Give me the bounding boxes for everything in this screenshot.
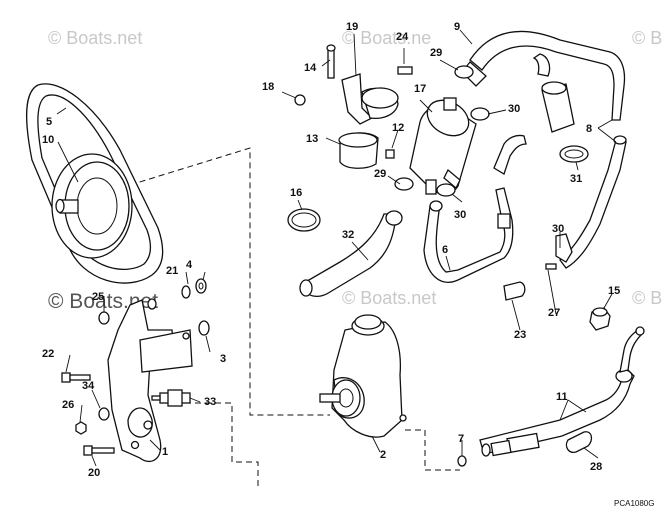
watermark-top-left: © Boats.net	[48, 28, 142, 48]
callout-33: 33	[204, 396, 216, 408]
callout-17: 17	[414, 83, 426, 95]
callout-21: 21	[166, 265, 178, 277]
fluid-reservoir	[409, 97, 477, 195]
callout-27: 27	[548, 307, 560, 319]
callout-30b: 30	[454, 209, 466, 221]
watermark-mid-right: © B	[632, 288, 662, 308]
lower-return-hose	[559, 135, 627, 269]
dashed-guides	[129, 147, 460, 488]
callout-numbers: 5 10 4 21 25 22 34 26 20 3 33 1 2 7 11 2…	[42, 21, 620, 479]
callout-7: 7	[458, 433, 464, 445]
power-steering-pump	[319, 314, 407, 438]
callout-32: 32	[342, 229, 354, 241]
callout-3: 3	[220, 353, 226, 365]
callout-14: 14	[304, 62, 317, 74]
hose-clamp-lower	[565, 431, 593, 453]
reservoir-fasteners	[294, 44, 413, 106]
spacer-stud	[151, 389, 191, 407]
callout-13: 13	[306, 133, 318, 145]
callout-9: 9	[454, 21, 460, 33]
pulley	[51, 153, 133, 259]
leader-lines	[56, 29, 617, 467]
callout-18: 18	[262, 81, 274, 93]
callout-20: 20	[88, 467, 100, 479]
callout-24: 24	[396, 31, 409, 43]
watermark-top-right: © B	[632, 28, 662, 48]
callout-4: 4	[186, 259, 193, 271]
callout-28: 28	[590, 461, 602, 473]
watermark-mid-center: © Boats.net	[342, 288, 436, 308]
reservoir-strap	[338, 132, 395, 169]
callout-10: 10	[42, 134, 54, 146]
callout-23: 23	[514, 329, 526, 341]
suction-hose	[299, 210, 403, 298]
callout-16: 16	[290, 187, 302, 199]
reservoir-bracket	[341, 73, 399, 125]
callout-19: 19	[346, 21, 358, 33]
callout-30c: 30	[552, 223, 564, 235]
callout-12: 12	[392, 122, 404, 134]
callout-1: 1	[162, 446, 168, 458]
hose-nut	[457, 455, 467, 467]
callout-29a: 29	[430, 47, 442, 59]
callout-5: 5	[46, 116, 52, 128]
callout-29b: 29	[374, 168, 386, 180]
callout-6: 6	[442, 244, 448, 256]
callout-11: 11	[556, 391, 568, 403]
pressure-hose	[479, 326, 645, 457]
callout-31: 31	[570, 173, 582, 185]
callout-30a: 30	[508, 103, 520, 115]
callout-34: 34	[82, 380, 95, 392]
mounting-bracket	[107, 299, 193, 463]
callout-15: 15	[608, 285, 620, 297]
callout-25: 25	[92, 291, 104, 303]
hose-clamps	[287, 65, 589, 232]
callout-2: 2	[380, 449, 386, 461]
callout-26: 26	[62, 399, 74, 411]
diagram-code: PCA1080G	[614, 499, 654, 508]
watermark-top-center: © Boats.ne	[342, 28, 431, 48]
callout-22: 22	[42, 348, 54, 360]
supply-hose	[423, 134, 527, 283]
callout-8: 8	[586, 123, 592, 135]
